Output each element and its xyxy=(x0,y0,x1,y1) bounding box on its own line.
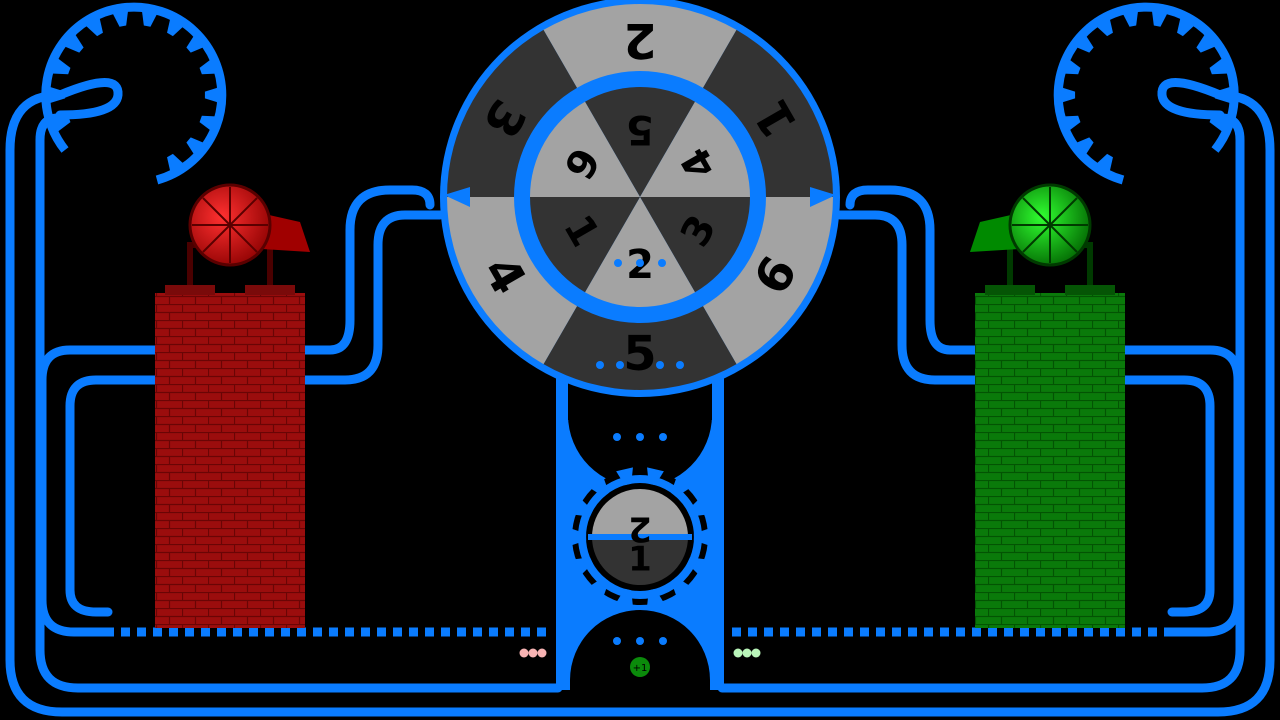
gear-tooth xyxy=(186,33,206,53)
small-wheel-top-number: 2 xyxy=(628,509,652,549)
gear-tooth xyxy=(49,86,66,104)
red-pending-balls xyxy=(519,648,547,658)
gear-tooth xyxy=(199,115,219,133)
inner-wheel-segment xyxy=(530,197,640,293)
gear-tooth xyxy=(1177,16,1195,37)
gear-tooth xyxy=(1059,86,1076,104)
red-cannon xyxy=(188,183,310,267)
gear-tooth xyxy=(1061,115,1081,133)
gear-tooth xyxy=(167,153,185,174)
outer-wheel-number: 5 xyxy=(623,326,656,382)
outer-wheel-segment xyxy=(447,29,577,198)
inner-wheel-segment xyxy=(640,197,750,293)
outer-wheel-segment xyxy=(703,29,833,197)
outer-wheel-segment xyxy=(447,197,577,365)
gear-tooth xyxy=(1214,86,1231,104)
left-feed-track xyxy=(300,185,435,355)
left-feed-inner-track xyxy=(300,210,445,385)
pending-ball xyxy=(519,648,529,658)
left-tower-inner-track xyxy=(65,375,160,617)
outer-track-loop xyxy=(5,90,1275,717)
right-tower-inner-track xyxy=(1120,375,1215,617)
left-hook-track xyxy=(55,78,123,120)
gear-tooth xyxy=(1095,153,1113,174)
gear-tooth xyxy=(1209,115,1229,133)
right-tower-track xyxy=(1120,345,1243,637)
outer-wheel-number: 2 xyxy=(623,12,656,68)
inner-wheel-number: 5 xyxy=(626,106,654,152)
pending-ball xyxy=(742,648,752,658)
gear-tooth xyxy=(1095,16,1113,37)
right-feed-track xyxy=(845,185,980,355)
green-cannon xyxy=(970,183,1092,267)
gear-tooth xyxy=(204,86,221,104)
gear-tooth xyxy=(1196,33,1216,53)
gear-tooth xyxy=(1074,33,1094,53)
bonus-badge-label: +1 xyxy=(633,663,648,674)
gear-tooth xyxy=(167,16,185,37)
gear-tooth xyxy=(85,16,103,37)
pending-ball xyxy=(751,648,761,658)
left-gear-spinner xyxy=(41,2,227,185)
pending-ball xyxy=(537,648,547,658)
inner-wheel-segment xyxy=(530,101,640,197)
gear-tooth xyxy=(186,137,206,157)
gear-tooth xyxy=(1209,57,1229,75)
gear-tooth xyxy=(1151,9,1168,27)
inner-wheel-segment xyxy=(585,197,695,307)
right-hook-track xyxy=(1157,78,1225,120)
right-feed-inner-track xyxy=(835,210,980,385)
outer-wheel-segment xyxy=(543,306,737,390)
red-tower xyxy=(155,242,305,628)
outer-wheel-segment xyxy=(543,4,737,88)
gear-tooth xyxy=(1074,137,1094,157)
gear-tooth xyxy=(1122,9,1139,27)
small-number-wheel: 2 1 xyxy=(570,467,710,607)
gear-tooth xyxy=(199,57,219,75)
gear-tooth xyxy=(1061,57,1081,75)
gear-tooth xyxy=(112,9,129,27)
green-tower xyxy=(975,242,1125,628)
left-tower-track xyxy=(37,345,160,637)
gear-tooth xyxy=(51,57,71,75)
pending-ball xyxy=(528,648,538,658)
small-wheel-bottom-number: 1 xyxy=(628,540,652,580)
inner-wheel-segment xyxy=(640,101,750,197)
gear-tooth xyxy=(141,9,158,27)
right-gear-spinner xyxy=(1053,2,1239,185)
green-pending-balls xyxy=(733,648,761,658)
outer-wheel-segment xyxy=(703,197,833,365)
gear-tooth xyxy=(51,115,71,133)
pending-ball xyxy=(733,648,743,658)
gear-tooth xyxy=(64,33,84,53)
bonus-badge: +1 xyxy=(630,657,650,677)
inner-wheel-segment xyxy=(585,87,695,197)
